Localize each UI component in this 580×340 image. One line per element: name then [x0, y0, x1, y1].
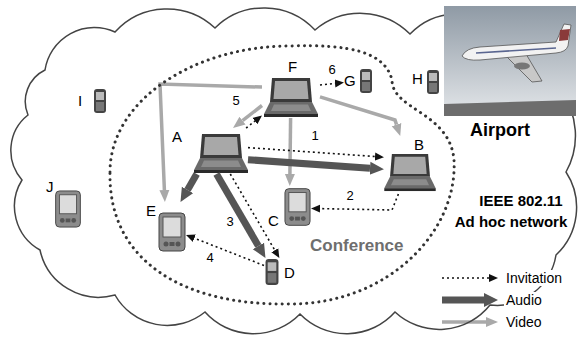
label-anchor: 1: [315, 136, 326, 150]
callout-number: 5: [230, 94, 241, 108]
legend-text: Video: [504, 314, 544, 330]
place-label: Airport: [470, 120, 530, 141]
device-letter: G: [344, 72, 356, 89]
audio-arrow: [248, 160, 370, 169]
laptop-icon: [264, 78, 318, 117]
label-anchor: 5: [236, 101, 247, 115]
pda-node: E: [146, 202, 186, 252]
legend-anchor: Audio: [504, 292, 544, 308]
device-letter: D: [284, 264, 295, 281]
invitation-arrow: [320, 83, 335, 85]
legend-anchor: Video: [504, 314, 544, 330]
plane-body: [462, 24, 571, 60]
video-swatch-head: [486, 317, 498, 327]
audio-swatch: [442, 297, 484, 304]
phone-node: D: [264, 258, 297, 286]
conference-region: Conference F G A B E C D: [100, 38, 465, 310]
label-anchor: 3: [230, 222, 241, 236]
pda-icon: [56, 191, 81, 227]
device-letter: J: [46, 178, 54, 195]
label-anchor: Airport: [470, 120, 530, 141]
device-letter: I: [78, 92, 82, 109]
laptop-node: F: [262, 58, 320, 118]
phone-icon: [360, 69, 372, 93]
photo-sky: [444, 6, 576, 116]
callout-number: 6: [326, 63, 337, 77]
plane-stripe: [476, 48, 556, 53]
video-arrow: [160, 84, 262, 190]
video-arrow: [243, 106, 263, 121]
plane-wing: [505, 54, 542, 82]
plane-engine: [514, 63, 530, 70]
legend-swatches: [442, 274, 498, 327]
audio-arrow: [217, 174, 259, 246]
legend-text: Audio: [504, 292, 544, 308]
label-anchor: 6: [332, 70, 343, 84]
label-anchor: 4: [210, 258, 221, 272]
callout-number: 2: [344, 189, 355, 203]
video-swatch: [442, 320, 486, 324]
device-letter: C: [268, 212, 279, 229]
device-letter: B: [414, 136, 424, 153]
phone-node: I: [78, 88, 107, 114]
callout-number: 1: [309, 129, 320, 143]
phone-icon: [427, 70, 439, 94]
conference-outline-line: [110, 46, 454, 304]
network-label: IEEE 802.11 Ad hoc network: [452, 190, 570, 232]
device-letter: H: [412, 70, 423, 87]
pda-icon: [159, 213, 185, 251]
legend-text: Invitation: [504, 270, 564, 286]
photo-ground: [444, 100, 576, 116]
device-letter: F: [288, 58, 297, 75]
callout-number: 3: [224, 215, 235, 229]
callout-number: 4: [204, 251, 215, 265]
invitation-arrow: [248, 148, 375, 157]
laptop-node: B: [384, 136, 436, 194]
phone-node: G: [344, 68, 373, 94]
label-anchor: 2: [350, 196, 361, 210]
phone-node: H: [412, 66, 440, 96]
pda-node: C: [268, 186, 311, 230]
device-letter: A: [172, 128, 182, 145]
region-label: Conference: [310, 236, 404, 256]
audio-arrow: [188, 174, 197, 190]
pda-node: J: [46, 178, 82, 228]
pda-icon: [285, 189, 310, 226]
invitation-arrow: [246, 121, 255, 128]
video-arrow: [320, 97, 397, 125]
laptop-icon: [384, 154, 435, 191]
plane-tail-mark: [559, 29, 570, 41]
conference-outline: [100, 38, 465, 310]
phone-icon: [266, 259, 279, 285]
invitation-arrow: [194, 238, 264, 265]
cloud-outline-line: [11, 8, 577, 334]
laptop-icon: [194, 134, 248, 173]
invitation-arrow: [320, 194, 398, 210]
legend-anchor: Invitation: [504, 270, 564, 286]
invitation-swatch: [442, 277, 489, 279]
device-letter: E: [146, 202, 156, 219]
invitation-swatch-head: [489, 274, 498, 282]
phone-icon: [94, 89, 106, 113]
laptop-node: A: [172, 128, 248, 174]
